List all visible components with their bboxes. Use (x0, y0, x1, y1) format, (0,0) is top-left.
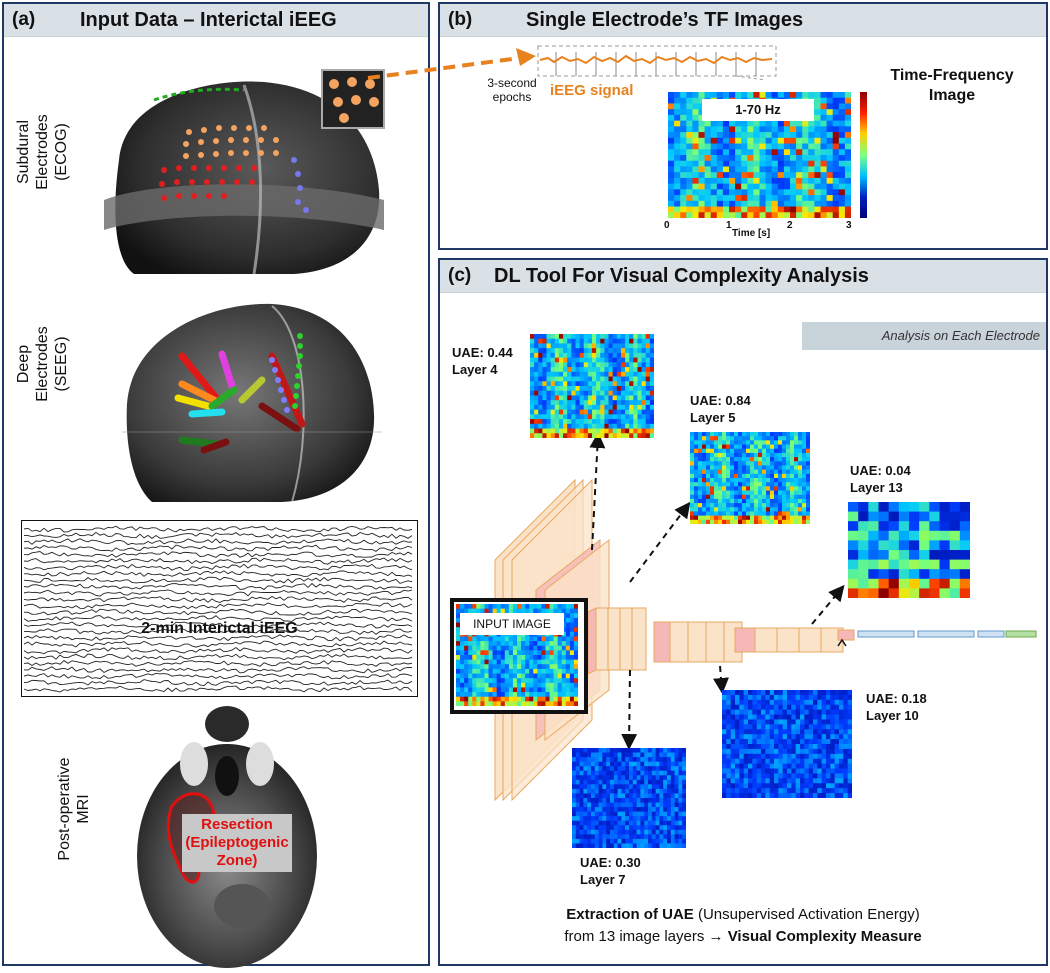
layer13-name: Layer 13 (850, 480, 903, 495)
time-tick-0: 0 (664, 220, 670, 231)
seeg-label-line2: Electrodes (34, 326, 51, 402)
panel-b: (b) Single Electrode’s TF Images 3-secon… (438, 2, 1048, 250)
time-tick-3: 3 (846, 220, 852, 231)
panel-c: (c) DL Tool For Visual Complexity Analys… (438, 258, 1048, 966)
tf-image-label-line2: Image (928, 87, 976, 104)
epochs-label: 3-second epochs (482, 76, 542, 104)
panel-b-header: (b) Single Electrode’s TF Images (440, 4, 1046, 37)
layer13-label: UAE: 0.04 Layer 13 (850, 462, 911, 496)
seeg-label-line1: Deep (15, 344, 32, 384)
analysis-badge: Analysis on Each Electrode (802, 322, 1046, 350)
resection-label-line3: Zone) (216, 852, 258, 869)
footer-line2-pre: from 13 image layers → (564, 928, 728, 945)
layer10-label: UAE: 0.18 Layer 10 (866, 690, 927, 724)
panel-a: (a) Input Data – Interictal iEEG Subdura… (2, 2, 430, 968)
seeg-label-line3: (SEEG) (53, 336, 70, 392)
mri-label-line1: Post-operative (56, 757, 73, 861)
time-tick-1: 1 (726, 220, 732, 231)
ieeg-signal-label: iEEG signal (550, 82, 634, 99)
time-axis: 0 1 2 3 Time [s] (664, 220, 852, 246)
footer-line1-rest: (Unsupervised Activation Energy) (693, 906, 920, 923)
ecog-brain-image (94, 60, 394, 278)
input-image-label: INPUT IMAGE (460, 613, 564, 635)
layer13-uae: UAE: 0.04 (850, 463, 911, 478)
ecog-label: Subdural Electrodes (ECOG) (14, 82, 74, 222)
footer-line1: Extraction of UAE (Unsupervised Activati… (440, 904, 1046, 926)
layer7-label: UAE: 0.30 Layer 7 (580, 854, 641, 888)
post-op-mri-image: Resection (Epileptogenic Zone) (132, 706, 322, 968)
layer5-uae: UAE: 0.84 (690, 393, 751, 408)
panel-a-header: (a) Input Data – Interictal iEEG (4, 4, 428, 37)
seeg-label: Deep Electrodes (SEEG) (14, 294, 74, 434)
resection-label-line1: Resection (201, 816, 273, 833)
layer13-activation (848, 502, 970, 598)
layer4-name: Layer 4 (452, 362, 498, 377)
layer10-uae: UAE: 0.18 (866, 691, 927, 706)
panel-b-tag: (b) (448, 9, 473, 30)
layer4-uae: UAE: 0.44 (452, 345, 513, 360)
layer7-name: Layer 7 (580, 872, 626, 887)
ecog-label-line2: Electrodes (34, 114, 51, 190)
ieeg-caption: 2-min Interictal iEEG (141, 620, 298, 637)
ieeg-trace-box: 2-min Interictal iEEG (21, 520, 418, 697)
layer10-name: Layer 10 (866, 708, 919, 723)
inset-to-signal-arrow (367, 48, 536, 80)
layer5-activation (690, 432, 810, 524)
ieeg-traces (23, 525, 413, 693)
layer4-label: UAE: 0.44 Layer 4 (452, 344, 513, 378)
epoch-signal (537, 45, 777, 80)
tf-heatmap (668, 92, 851, 218)
ecog-label-line1: Subdural (15, 119, 32, 185)
layer10-activation (722, 690, 852, 798)
time-axis-label: Time [s] (732, 228, 771, 239)
epochs-label-line1: 3-second (487, 76, 537, 90)
footer-line2-bold: Visual Complexity Measure (727, 928, 922, 945)
resection-label-line2: (Epileptogenic (185, 834, 289, 851)
panel-c-tag: (c) (448, 265, 472, 286)
mri-label: Post-operative MRI (55, 739, 97, 879)
layer7-activation (572, 748, 686, 848)
panel-a-tag: (a) (12, 9, 36, 30)
footer-line1-bold: Extraction of UAE (566, 906, 694, 923)
seeg-brain-image (122, 294, 382, 504)
panel-b-title: Single Electrode’s TF Images (526, 9, 804, 31)
footer-line2: from 13 image layers → Visual Complexity… (440, 926, 1046, 948)
mri-label-line2: MRI (75, 794, 92, 824)
epochs-label-line2: epochs (492, 90, 532, 104)
panel-c-header: (c) DL Tool For Visual Complexity Analys… (440, 260, 1046, 293)
time-tick-2: 2 (787, 220, 793, 231)
panel-c-footer: Extraction of UAE (Unsupervised Activati… (440, 904, 1046, 948)
layer5-label: UAE: 0.84 Layer 5 (690, 392, 751, 426)
resection-label: Resection (Epileptogenic Zone) (182, 814, 292, 872)
layer7-uae: UAE: 0.30 (580, 855, 641, 870)
panel-c-title: DL Tool For Visual Complexity Analysis (494, 265, 869, 287)
band-label: 1-70 Hz (702, 99, 814, 121)
tf-colorbar (860, 92, 867, 218)
layer4-activation (530, 334, 654, 438)
layer5-name: Layer 5 (690, 410, 736, 425)
tf-image-label-line1: Time-Frequency (890, 67, 1014, 84)
panel-a-title: Input Data – Interictal iEEG (80, 9, 337, 31)
tf-image-label: Time-Frequency Image (882, 66, 1022, 106)
input-image-frame: INPUT IMAGE (450, 598, 588, 714)
ecog-label-line3: (ECOG) (53, 123, 70, 181)
